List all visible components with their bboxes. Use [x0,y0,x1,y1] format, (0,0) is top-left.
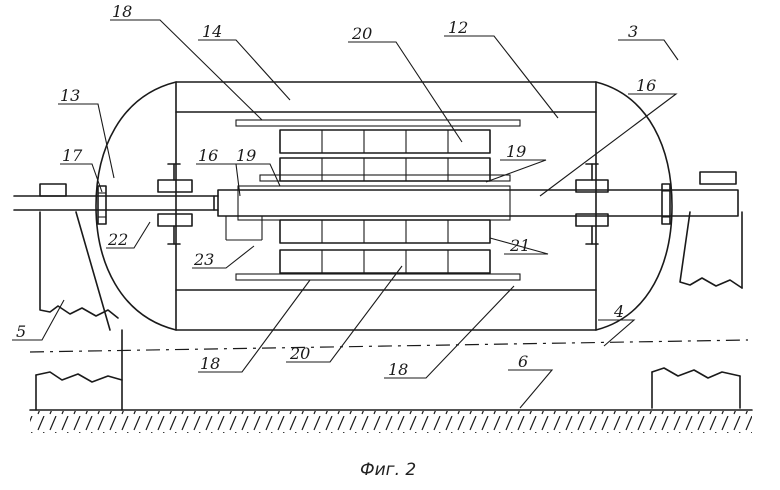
label-3: 3 [628,22,638,41]
plates [236,120,520,280]
label-12: 12 [448,18,468,37]
label-22: 22 [107,230,128,249]
label-14: 14 [202,22,222,41]
axis-line [30,340,748,352]
ground [30,410,752,433]
label-20-bottom: 20 [289,344,310,363]
label-23: 23 [193,250,214,269]
label-21: 21 [509,236,530,255]
label-4: 4 [613,302,624,321]
label-13: 13 [60,86,80,105]
label-18-top: 18 [112,2,132,21]
label-6: 6 [518,352,528,371]
housing [96,82,672,330]
left-end-cap [96,82,176,330]
label-19-right: 19 [506,142,526,161]
label-16-left: 16 [198,146,218,165]
label-18-bottom-left: 18 [200,354,220,373]
label-19-left: 19 [236,146,256,165]
label-18-bottom-right: 18 [388,360,408,379]
label-16-right: 16 [636,76,656,95]
magnet-stacks [280,130,490,273]
label-20-top: 20 [351,24,372,43]
label-5: 5 [16,322,26,341]
figure-caption: Фиг. 2 [360,460,416,480]
label-17: 17 [62,146,83,165]
bearings [98,164,670,244]
right-end-cap [596,82,672,330]
